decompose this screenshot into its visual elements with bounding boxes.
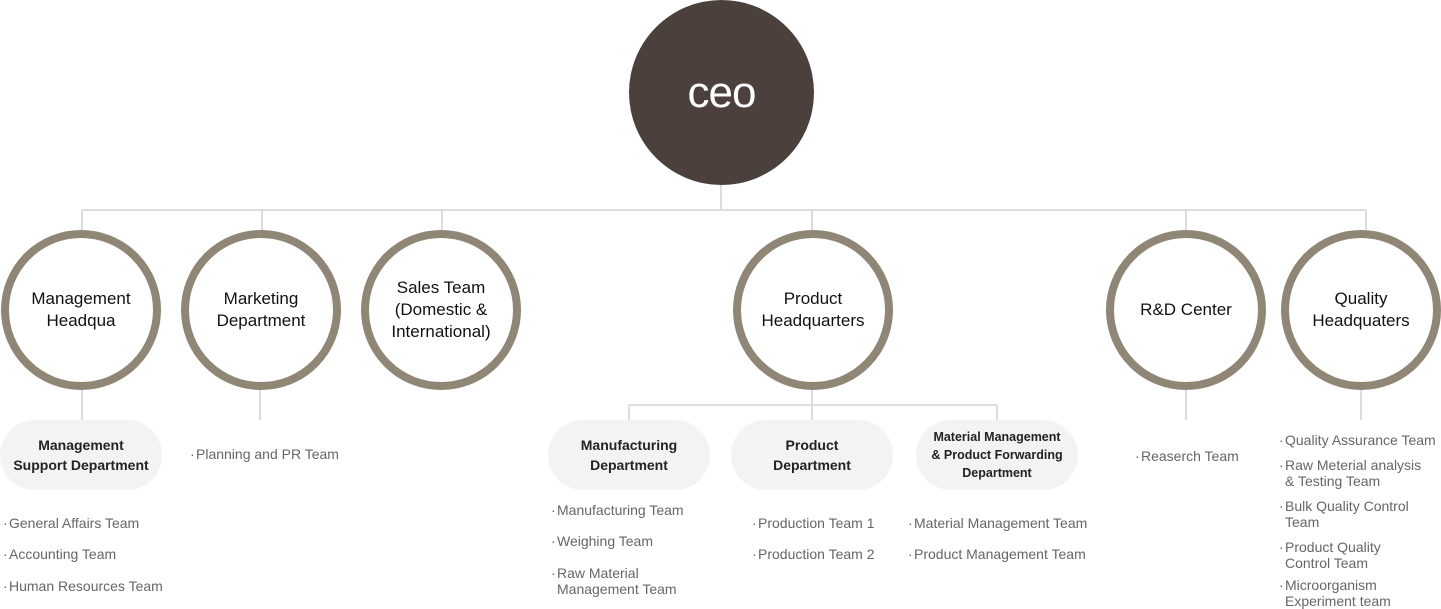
- management-support-department-node: Management Support Department: [0, 420, 162, 490]
- team-item: General Affairs Team: [3, 515, 163, 531]
- quality-headquarters-node: Quality Headquaters: [1281, 230, 1441, 390]
- team-item: Raw Material Management Team: [551, 565, 684, 597]
- management-support-team-list: General Affairs Team Accounting Team Hum…: [3, 515, 163, 594]
- team-item: Manufacturing Team: [551, 502, 684, 518]
- team-item: Bulk Quality Control Team: [1279, 498, 1441, 530]
- product-headquarters-node: Product Headquarters: [733, 230, 893, 390]
- team-item: Reaserch Team: [1135, 448, 1239, 464]
- sales-team-node: Sales Team (Domestic & International): [361, 230, 521, 390]
- team-item: Product Management Team: [908, 546, 1087, 562]
- product-department-node: Product Department: [731, 420, 893, 490]
- team-item: Raw Meterial analysis & Testing Team: [1279, 457, 1441, 489]
- team-item: Product Quality Control Team: [1279, 539, 1441, 571]
- team-item: Quality Assurance Team: [1279, 432, 1441, 448]
- team-item: Production Team 1: [752, 515, 874, 531]
- team-item: Planning and PR Team: [190, 446, 339, 462]
- manufacturing-department-node: Manufacturing Department: [548, 420, 710, 490]
- marketing-team-list: Planning and PR Team: [190, 446, 339, 462]
- ceo-node: ceo: [629, 0, 814, 185]
- rnd-center-node: R&D Center: [1106, 230, 1266, 390]
- rnd-team-list: Reaserch Team: [1135, 448, 1239, 464]
- marketing-department-node: Marketing Department: [181, 230, 341, 390]
- team-item: Weighing Team: [551, 533, 684, 549]
- team-item: Accounting Team: [3, 546, 163, 562]
- team-item: Production Team 2: [752, 546, 874, 562]
- team-item: Microorganism Experiment team: [1279, 577, 1441, 609]
- product-department-team-list: Production Team 1 Production Team 2: [752, 515, 874, 562]
- team-item: Material Management Team: [908, 515, 1087, 531]
- manufacturing-team-list: Manufacturing Team Weighing Team Raw Mat…: [551, 502, 684, 597]
- quality-team-list: Quality Assurance Team Raw Meterial anal…: [1279, 432, 1441, 609]
- management-headquarters-node: Management Headqua: [1, 230, 161, 390]
- team-item: Human Resources Team: [3, 578, 163, 594]
- material-management-department-node: Material Management & Product Forwarding…: [916, 420, 1078, 490]
- material-management-team-list: Material Management Team Product Managem…: [908, 515, 1087, 562]
